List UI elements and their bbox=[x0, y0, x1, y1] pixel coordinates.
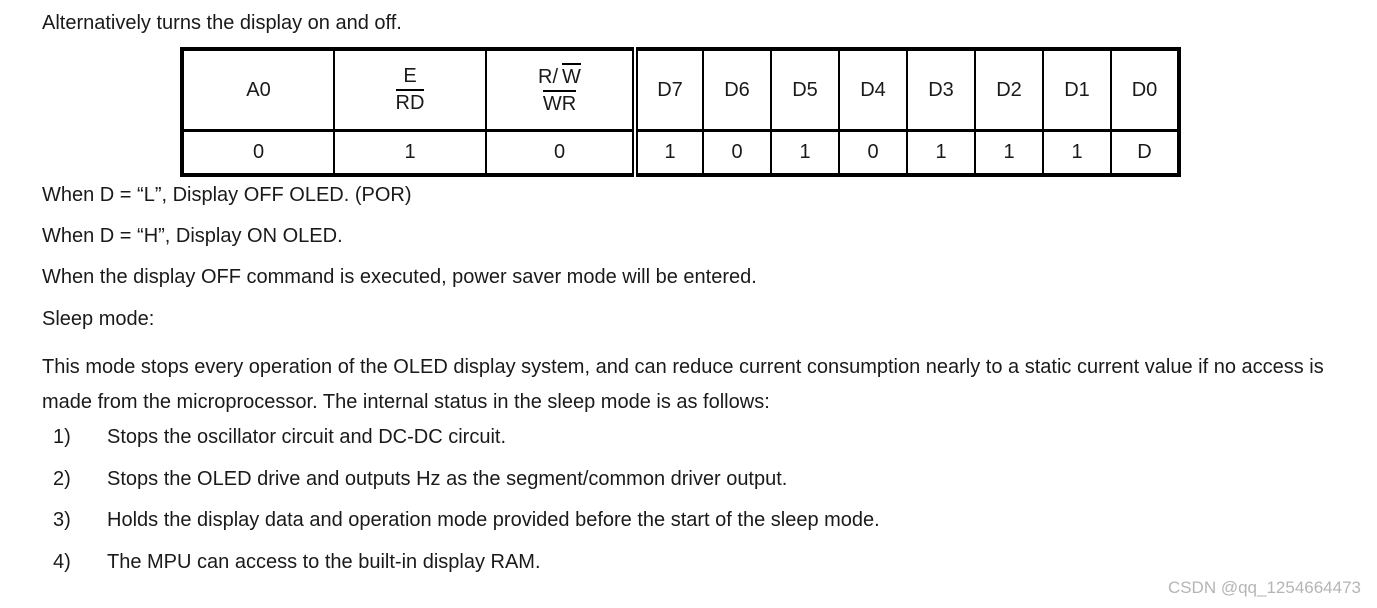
bit-header-cell: D1 bbox=[1042, 48, 1112, 132]
signal-wr-overline: WR bbox=[542, 90, 577, 114]
value-cell: 0 bbox=[181, 129, 335, 176]
value-cell: 1 bbox=[1042, 129, 1112, 176]
intro-line: Alternatively turns the display on and o… bbox=[42, 12, 402, 34]
signal-rw: R/W bbox=[487, 63, 632, 90]
list-item-number: 3) bbox=[53, 509, 71, 531]
header-e-rd: E RD bbox=[333, 48, 487, 132]
value-cell: 0 bbox=[702, 129, 772, 176]
bit-header-cell: D7 bbox=[632, 48, 704, 132]
value-cell: 1 bbox=[974, 129, 1044, 176]
list-item-text: Stops the OLED drive and outputs Hz as t… bbox=[107, 468, 788, 490]
command-signal-table: A0 E RD R/W WR D7 D6 D5 D4 D3 D2 D1 D0 bbox=[180, 47, 1181, 177]
note-d-high: When D = “H”, Display ON OLED. bbox=[42, 225, 343, 247]
sleep-mode-heading: Sleep mode: bbox=[42, 308, 155, 330]
value-cell: D bbox=[1110, 129, 1180, 176]
list-item-text: The MPU can access to the built-in displ… bbox=[107, 551, 541, 573]
header-a0: A0 bbox=[181, 48, 335, 132]
note-d-low: When D = “L”, Display OFF OLED. (POR) bbox=[42, 184, 412, 206]
sleep-mode-paragraph: This mode stops every operation of the O… bbox=[42, 356, 1324, 413]
signal-w-overline: W bbox=[562, 63, 581, 87]
value-cell: 0 bbox=[838, 129, 908, 176]
table-header-row: A0 E RD R/W WR D7 D6 D5 D4 D3 D2 D1 D0 bbox=[181, 48, 1180, 132]
bit-header-cell: D5 bbox=[770, 48, 840, 132]
bit-header-cell: D0 bbox=[1110, 48, 1180, 132]
bit-header-cell: D4 bbox=[838, 48, 908, 132]
bit-header-cell: D2 bbox=[974, 48, 1044, 132]
list-item-number: 1) bbox=[53, 426, 71, 448]
value-cell: 1 bbox=[632, 129, 704, 176]
signal-rd-overline: RD bbox=[395, 89, 425, 113]
value-cell: 0 bbox=[485, 129, 636, 176]
list-item-text: Stops the oscillator circuit and DC-DC c… bbox=[107, 426, 507, 448]
list-item: 3) Holds the display data and operation m… bbox=[53, 509, 880, 532]
list-item-number: 4) bbox=[53, 551, 71, 573]
value-cell: 1 bbox=[906, 129, 976, 176]
value-cell: 1 bbox=[333, 129, 487, 176]
table-value-row: 0 1 0 1 0 1 0 1 1 1 D bbox=[181, 129, 1180, 176]
note-power-saver: When the display OFF command is executed… bbox=[42, 266, 757, 288]
bit-header-cell: D6 bbox=[702, 48, 772, 132]
list-item-number: 2) bbox=[53, 468, 71, 490]
list-item-text: Holds the display data and operation mod… bbox=[107, 509, 880, 531]
signal-e: E bbox=[403, 65, 417, 87]
list-item: 2) Stops the OLED drive and outputs Hz as… bbox=[53, 468, 787, 491]
list-item: 1) Stops the oscillator circuit and DC-DC… bbox=[53, 426, 506, 449]
list-item: 4) The MPU can access to the built-in dis… bbox=[53, 551, 541, 574]
bit-header-cell: D3 bbox=[906, 48, 976, 132]
header-rw-wr: R/W WR bbox=[485, 48, 636, 132]
watermark: CSDN @qq_1254664473 bbox=[1167, 578, 1361, 597]
value-cell: 1 bbox=[770, 129, 840, 176]
